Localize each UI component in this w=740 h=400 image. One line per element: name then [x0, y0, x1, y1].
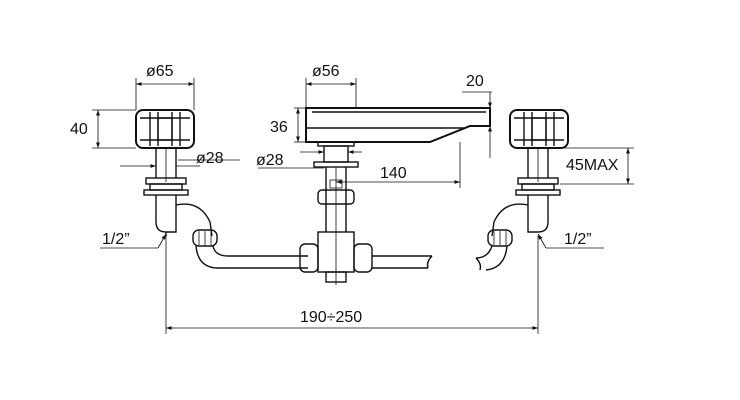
dim-spout-height: 36 — [270, 119, 288, 136]
dim-thread-left: 1/2” — [102, 231, 130, 248]
dim-handle-height: 40 — [70, 121, 88, 138]
dim-thread-right: 1/2” — [564, 231, 592, 248]
dim-handle-diameter: ø65 — [146, 63, 174, 80]
dim-spout-base-diameter: ø28 — [256, 152, 284, 169]
left-handle — [135, 109, 195, 149]
dim-spout-reach: 140 — [380, 165, 407, 182]
dim-max-deck-thickness: 45MAX — [566, 157, 619, 174]
right-handle — [509, 109, 569, 149]
right-valve — [475, 109, 569, 271]
dim-spout-thickness: 20 — [466, 73, 484, 90]
dim-spout-diameter: ø56 — [312, 63, 340, 80]
dimensions: ø65 40 ø28 ø56 36 20 ø28 140 — [70, 63, 634, 334]
dim-center-distance: 190÷250 — [300, 309, 362, 326]
dim-stem-diameter-left: ø28 — [196, 150, 224, 167]
spout-assembly — [299, 107, 491, 285]
left-valve — [135, 109, 308, 269]
